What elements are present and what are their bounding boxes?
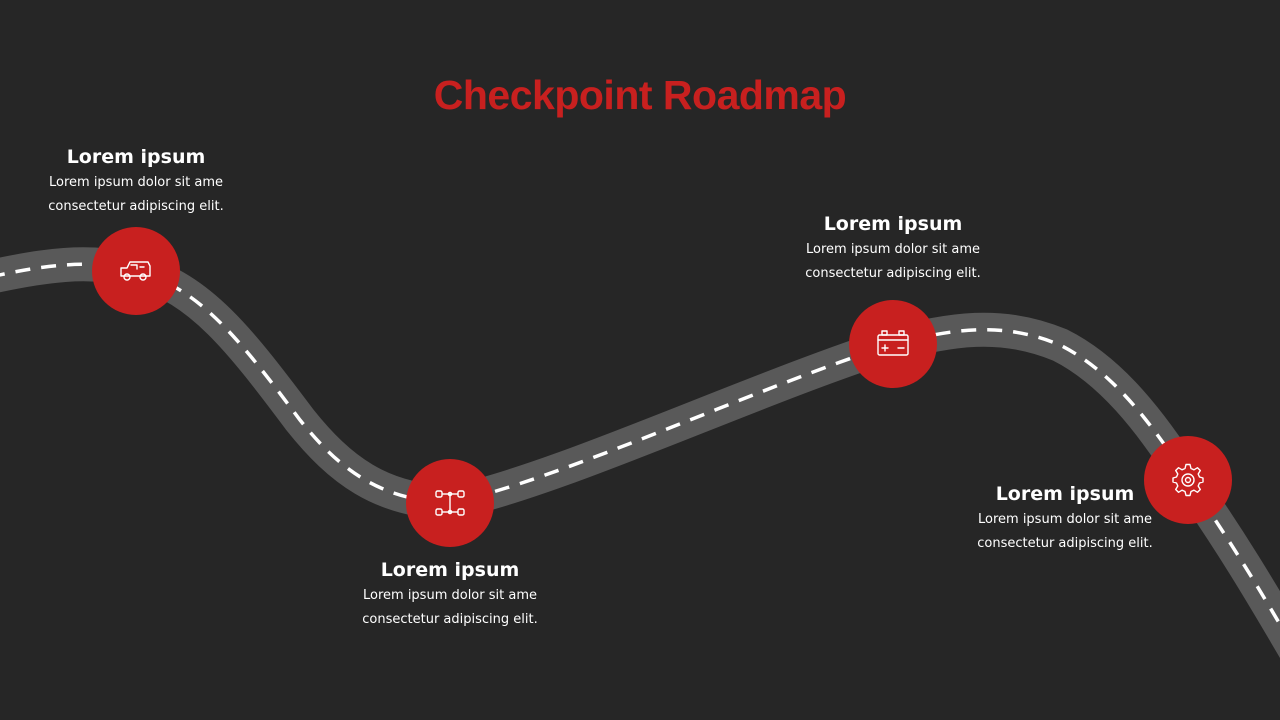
checkpoint-4-marker bbox=[1144, 436, 1232, 524]
checkpoint-3-line1: Lorem ipsum dolor sit ame bbox=[806, 242, 980, 257]
checkpoint-1-heading: Lorem ipsum bbox=[66, 146, 206, 168]
checkpoint-4-line2: consectetur adipiscing elit. bbox=[977, 536, 1153, 551]
checkpoint-3-heading: Lorem ipsum bbox=[823, 213, 963, 235]
checkpoint-1-marker bbox=[92, 227, 180, 315]
checkpoint-1-line2: consectetur adipiscing elit. bbox=[48, 199, 224, 214]
checkpoint-2-marker bbox=[406, 459, 494, 547]
gear-icon bbox=[1172, 463, 1204, 497]
road-surface bbox=[0, 247, 1280, 659]
page-title: Checkpoint Roadmap bbox=[433, 72, 847, 118]
checkpoint-4-text: Lorem ipsum Lorem ipsum dolor sit ame co… bbox=[935, 482, 1195, 556]
checkpoint-3-text: Lorem ipsum Lorem ipsum dolor sit ame co… bbox=[763, 212, 1023, 286]
checkpoint-2-heading: Lorem ipsum bbox=[380, 559, 520, 581]
checkpoint-2-text: Lorem ipsum Lorem ipsum dolor sit ame co… bbox=[320, 558, 580, 632]
truck-icon bbox=[120, 261, 151, 281]
checkpoint-1-line1: Lorem ipsum dolor sit ame bbox=[49, 175, 223, 190]
checkpoint-4-line1: Lorem ipsum dolor sit ame bbox=[978, 512, 1152, 527]
battery-icon bbox=[877, 330, 909, 356]
axle-chassis-icon bbox=[435, 490, 465, 516]
checkpoint-4-heading: Lorem ipsum bbox=[995, 483, 1135, 505]
checkpoint-2-line1: Lorem ipsum dolor sit ame bbox=[363, 588, 537, 603]
checkpoint-1-text: Lorem ipsum Lorem ipsum dolor sit ame co… bbox=[6, 145, 266, 219]
checkpoint-3-marker bbox=[849, 300, 937, 388]
checkpoint-3-line2: consectetur adipiscing elit. bbox=[805, 266, 981, 281]
checkpoint-2-line2: consectetur adipiscing elit. bbox=[362, 612, 538, 627]
